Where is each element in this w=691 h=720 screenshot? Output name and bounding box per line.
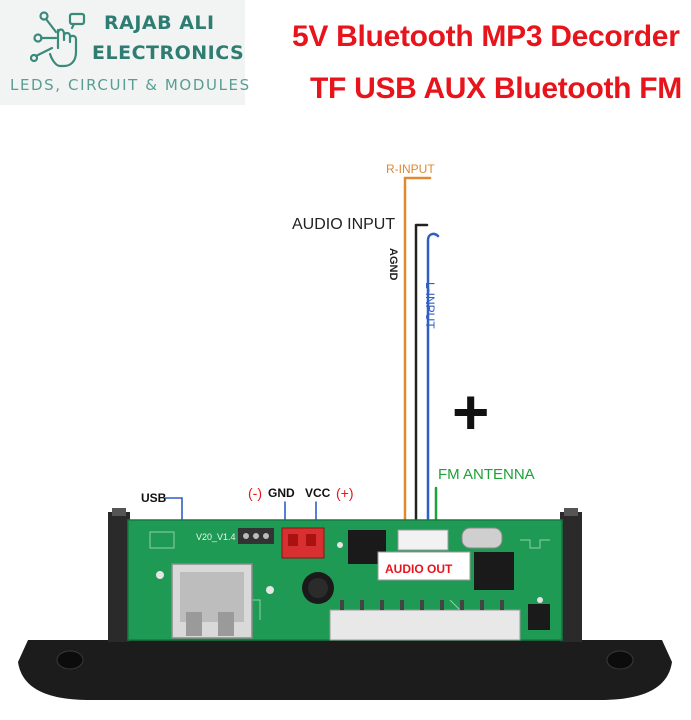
crystal [461,527,503,549]
logo-name-line2: ELECTRONICS [92,42,245,64]
plus-sign: + [452,376,490,448]
logo-name-line1: RAJAB ALI [104,12,215,34]
product-title-line1: 5V Bluetooth MP3 Decorder [292,20,680,53]
hand-circuit-icon [30,11,86,68]
agnd-label: AGND [387,248,399,281]
ir-receiver [528,604,550,630]
l-input-label: L-INPUT [423,282,437,329]
bluetooth-chip [474,552,514,590]
front-panel [18,640,672,700]
gnd-polarity-label: (-) [248,485,262,501]
audio-out-label: AUDIO OUT [385,562,453,576]
logo-tagline: LEDS, CIRCUIT & MODULES [10,76,251,94]
r-input-label: R-INPUT [386,162,435,176]
fm-antenna-label: FM ANTENNA [438,466,535,483]
vcc-label: VCC [305,486,331,500]
agnd-wire [414,223,429,532]
l-input-wire [426,232,440,532]
usb-label: USB [141,491,167,505]
gnd-label: GND [268,486,295,500]
audio-connector [397,529,449,551]
panel-screw-hole-right [606,650,634,670]
audio-input-label: AUDIO INPUT [292,216,396,233]
panel-screw-hole-left [56,650,84,670]
brand-logo-panel: RAJAB ALI ELECTRONICS LEDS, CIRCUIT & MO… [0,0,249,105]
product-title-line2: TF USB AUX Bluetooth FM [310,72,682,105]
bottom-header-strip [329,609,521,641]
vcc-polarity-label: (+) [336,485,354,501]
board-version-text: V20_V1.4 [196,532,236,542]
mount-post-right [560,512,582,642]
mount-post-left [108,512,130,642]
